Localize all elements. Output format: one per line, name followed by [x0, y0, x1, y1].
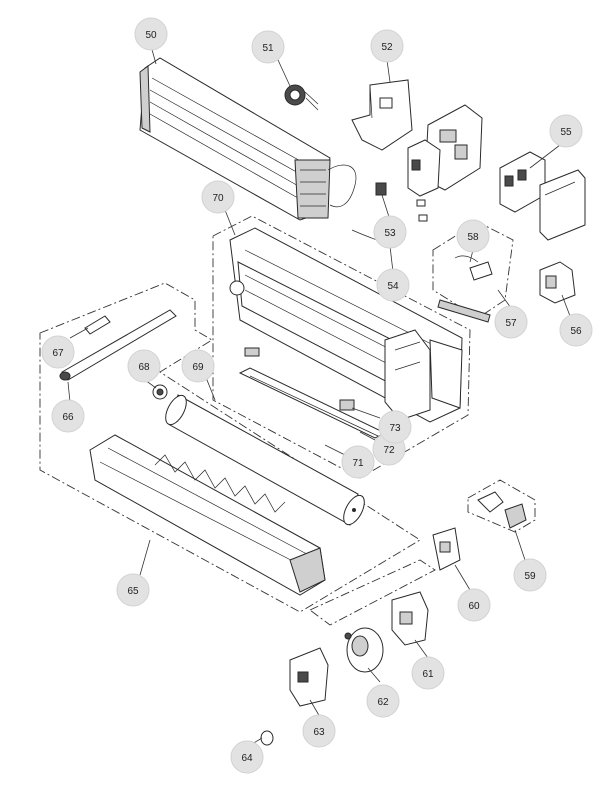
connector-part	[375, 182, 428, 222]
callout-66: 66	[51, 399, 85, 433]
svg-text:65: 65	[127, 586, 139, 597]
motor-bracket-part	[391, 591, 429, 646]
svg-text:50: 50	[145, 30, 157, 41]
callout-51: 51	[251, 30, 285, 64]
clip-part	[477, 491, 527, 529]
svg-text:69: 69	[192, 362, 204, 373]
rod-part	[59, 309, 177, 381]
callouts: 50 51 52 53 54 55 56 57	[41, 17, 593, 774]
chassis-part	[229, 227, 463, 423]
svg-text:55: 55	[560, 127, 572, 138]
svg-text:57: 57	[505, 318, 517, 329]
callout-57: 57	[494, 305, 528, 339]
heat-exchanger-part	[139, 57, 357, 221]
callout-71: 71	[341, 445, 375, 479]
svg-text:70: 70	[212, 193, 224, 204]
rail-part	[238, 347, 387, 439]
callout-54: 54	[376, 268, 410, 302]
callout-53: 53	[373, 215, 407, 249]
svg-text:63: 63	[313, 727, 325, 738]
callout-73: 73	[378, 410, 412, 444]
svg-text:73: 73	[389, 423, 401, 434]
leader-lines	[67, 45, 571, 745]
control-board-part	[407, 104, 483, 197]
svg-text:51: 51	[262, 43, 274, 54]
svg-text:72: 72	[383, 445, 395, 456]
callout-60: 60	[457, 588, 491, 622]
callout-68: 68	[127, 349, 161, 383]
callout-50: 50	[134, 17, 168, 51]
fan-motor-part	[344, 627, 384, 673]
bearing-part	[152, 384, 168, 400]
svg-text:56: 56	[570, 326, 582, 337]
callout-59: 59	[513, 558, 547, 592]
callout-55: 55	[549, 114, 583, 148]
svg-text:61: 61	[422, 669, 434, 680]
bracket-part	[351, 79, 413, 151]
svg-text:67: 67	[52, 348, 64, 359]
svg-text:60: 60	[468, 601, 480, 612]
svg-text:68: 68	[138, 362, 150, 373]
svg-text:59: 59	[524, 571, 536, 582]
fan-cylinder-part	[165, 394, 365, 526]
callout-62: 62	[366, 684, 400, 718]
sensor-part	[437, 255, 493, 323]
callout-63: 63	[302, 714, 336, 748]
svg-text:54: 54	[387, 281, 399, 292]
callout-58: 58	[456, 219, 490, 253]
outline-chassis-group	[212, 215, 471, 479]
pcb-box-part	[499, 151, 586, 241]
svg-text:53: 53	[384, 228, 396, 239]
callout-64: 64	[230, 740, 264, 774]
callout-70: 70	[201, 180, 235, 214]
front-housing-part	[89, 434, 326, 596]
callout-69: 69	[181, 349, 215, 383]
louver-motor-part	[289, 647, 329, 707]
svg-text:64: 64	[241, 753, 253, 764]
outline-right-small-group	[467, 479, 536, 533]
svg-text:71: 71	[352, 458, 364, 469]
callout-52: 52	[370, 29, 404, 63]
outline-motor-group	[309, 559, 436, 626]
svg-text:52: 52	[381, 42, 393, 53]
callout-65: 65	[116, 573, 150, 607]
callout-67: 67	[41, 335, 75, 369]
svg-text:58: 58	[467, 232, 479, 243]
coil-part	[284, 84, 319, 111]
callout-61: 61	[411, 656, 445, 690]
plate-part	[432, 527, 461, 571]
svg-text:66: 66	[62, 412, 74, 423]
svg-text:62: 62	[377, 697, 389, 708]
small-cap-part	[260, 730, 274, 746]
callout-56: 56	[559, 313, 593, 347]
small-bracket-part	[539, 261, 576, 304]
